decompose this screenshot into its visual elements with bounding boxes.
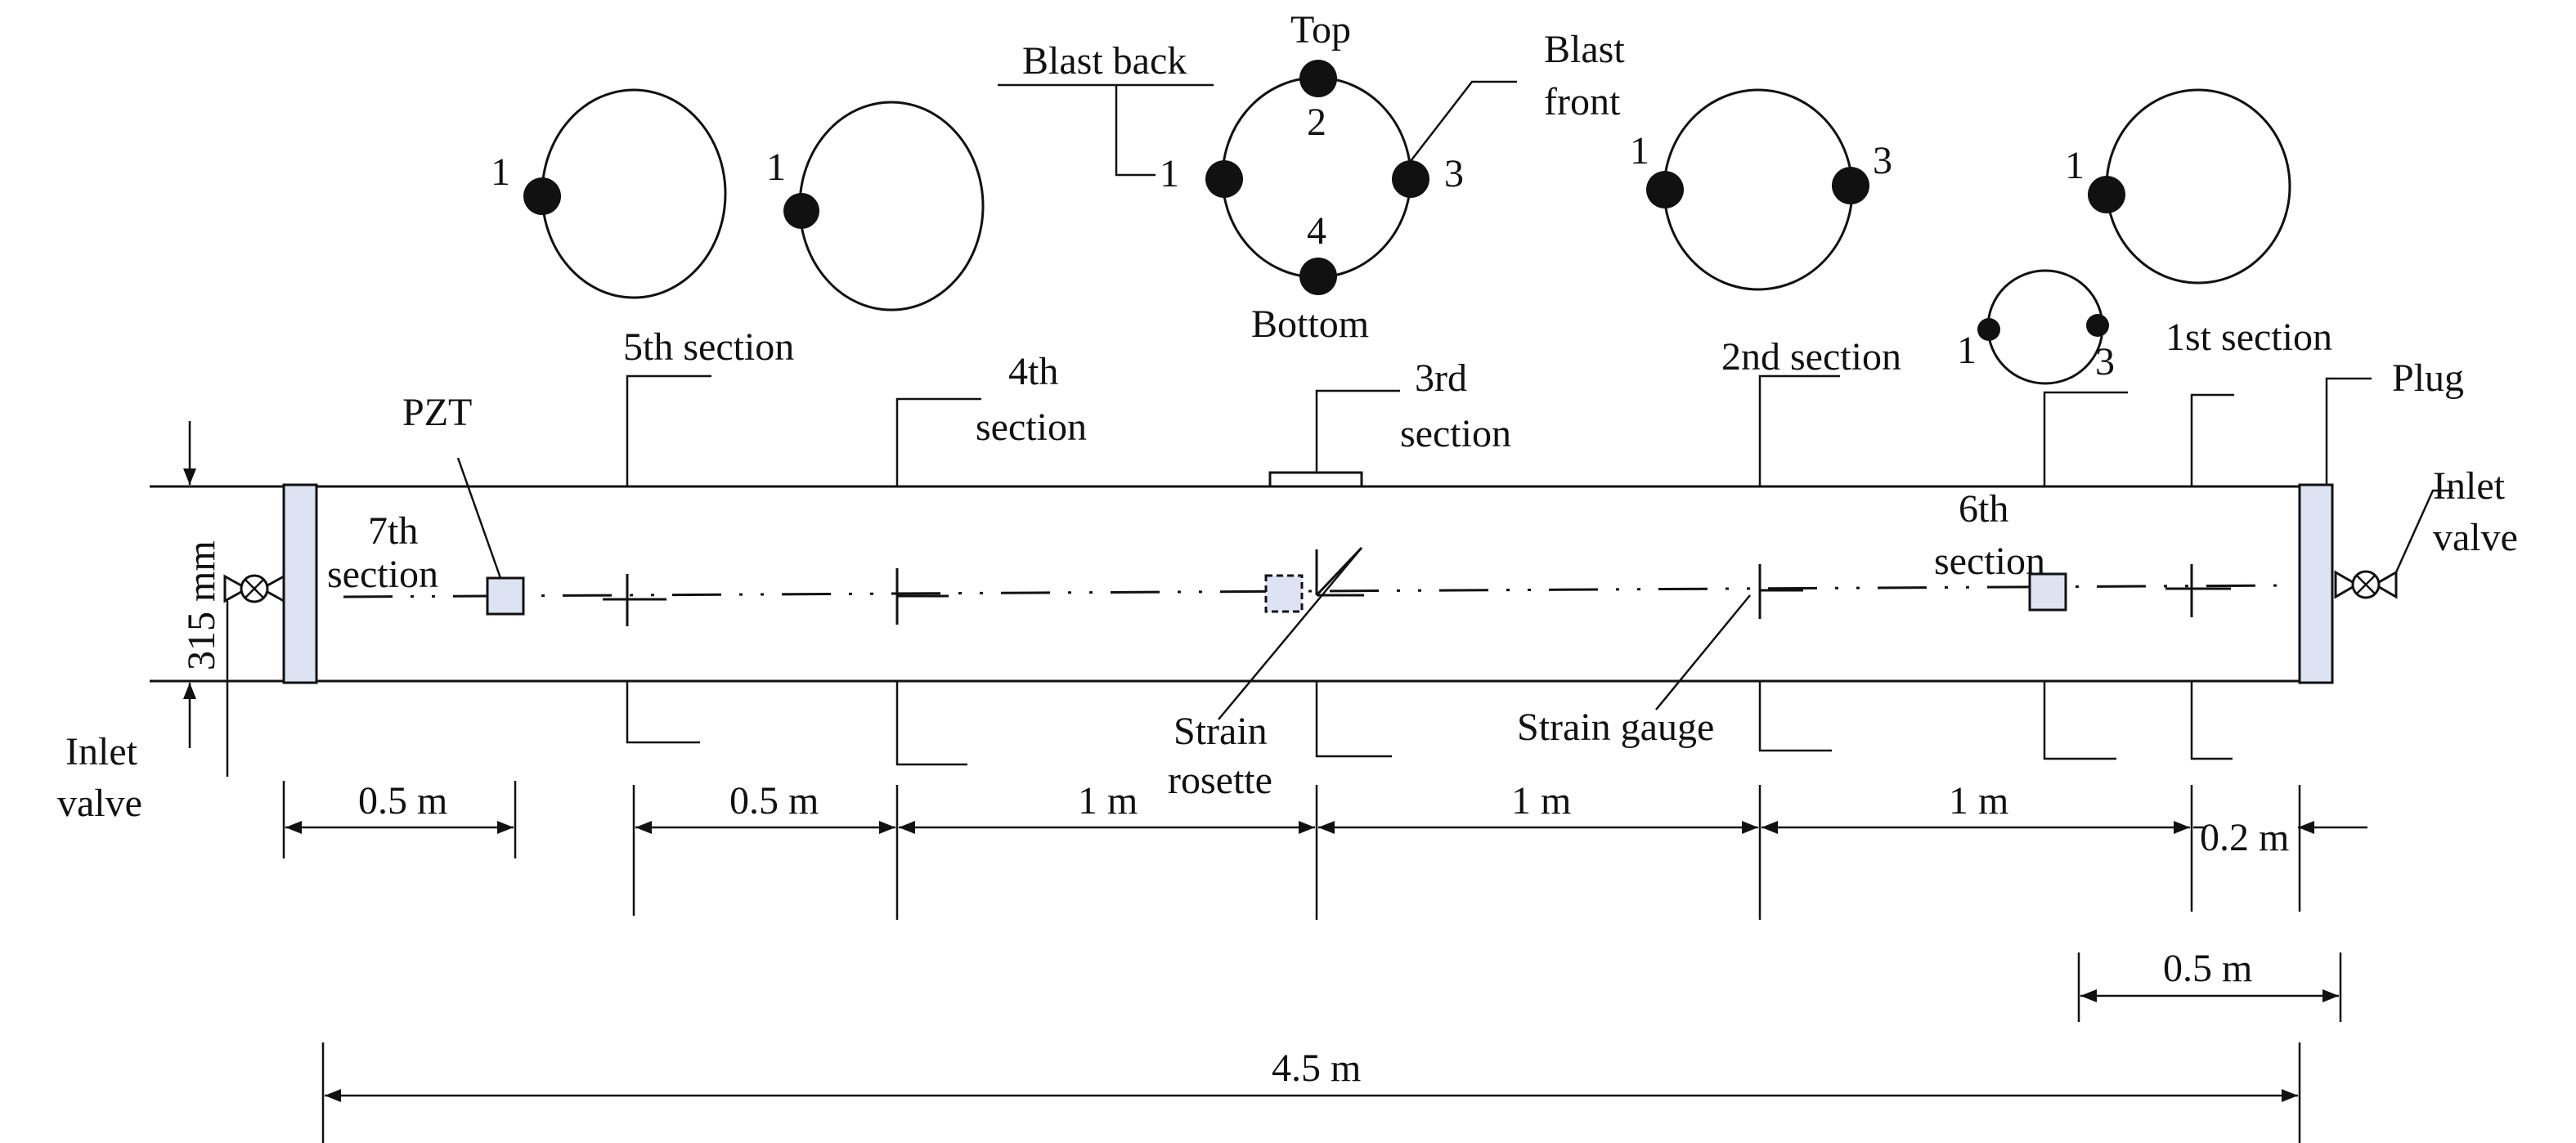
blast-back-label: Blast back (1022, 39, 1187, 83)
dimension-label-d1: 0.5 m (358, 779, 447, 823)
sensor-point-1 (783, 193, 819, 229)
dimension-label-d7: 0.5 m (2163, 947, 2252, 990)
point-label-1: 1 (766, 146, 786, 189)
dimension-label-total: 4.5 m (1272, 1047, 1361, 1090)
sensor-point-3 (1832, 167, 1869, 204)
point-label-4: 4 (1307, 209, 1326, 253)
inlet-valve-right-label-2: valve (2433, 516, 2518, 559)
dimension-lines (282, 781, 2367, 1143)
sensor-point-4 (1299, 258, 1337, 295)
cross-section-1st: 1 (2065, 88, 2291, 285)
strain-gauge-5th (603, 574, 666, 626)
plug (2298, 483, 2334, 684)
section-leaders (456, 374, 2372, 766)
sensor-point-1 (1646, 171, 1684, 208)
cross-section-2nd: 1 3 (1630, 88, 1892, 291)
top-label: Top (1290, 8, 1351, 52)
bottom-label: Bottom (1251, 303, 1369, 346)
pzt-sensor-7th (486, 576, 525, 616)
section-7th-label: 7th (368, 509, 418, 553)
point-label-3: 3 (1873, 139, 1892, 182)
point-label-3: 3 (2095, 340, 2115, 383)
plug-label: Plug (2392, 356, 2464, 400)
section-2nd-label: 2nd section (1721, 335, 1901, 379)
section-4th-label: 4th (1008, 350, 1058, 393)
strain-rosette-label: Strain (1174, 710, 1268, 753)
dimension-label-d4: 1 m (1511, 779, 1571, 823)
dimension-label-d2: 0.5 m (729, 779, 819, 823)
section-6th-label-2: section (1934, 540, 2045, 583)
point-label-1: 1 (1630, 129, 1649, 173)
point-label-1: 1 (1957, 329, 1977, 372)
cross-section-5th: 1 (766, 101, 985, 312)
sensor-point-3 (1392, 160, 1429, 198)
cross-section-7th: 1 (491, 88, 727, 299)
point-label-2: 2 (1307, 101, 1326, 144)
section-3rd-label-2: section (1400, 412, 1511, 455)
strain-gauge-label: Strain gauge (1517, 706, 1714, 749)
cross-section-3rd: Top 2 4 1 3 Bottom Blast back Blast fron… (998, 8, 1625, 346)
inlet-valve-right (2334, 489, 2453, 599)
dimension-label-d5: 1 m (1949, 779, 2008, 823)
cross-section-6th: 1 3 (1957, 269, 2115, 385)
point-label-3: 3 (1444, 152, 1464, 195)
section-6th-label: 6th (1959, 487, 2008, 531)
sensor-point-1 (1205, 160, 1243, 198)
inlet-valve-right-label: Inlet (2433, 464, 2506, 508)
inlet-valve-left-label: Inlet (65, 730, 138, 773)
section-3rd-label: 3rd (1415, 356, 1467, 400)
inlet-valve-left (223, 574, 285, 777)
diameter-dimension: 315 mm (180, 421, 223, 748)
inlet-valve-left-label-2: valve (57, 782, 142, 825)
pzt-label: PZT (402, 391, 472, 434)
strain-gauge-2nd (1758, 564, 1803, 619)
sensor-point-1 (2088, 176, 2125, 213)
diameter-label: 315 mm (180, 540, 223, 670)
sensor-point-1 (523, 177, 561, 215)
dimension-label-d6: 0.2 m (2200, 816, 2289, 859)
top-fitting (1268, 471, 1363, 488)
pipe (150, 471, 2334, 684)
point-label-1: 1 (2065, 144, 2085, 187)
section-4th-label-2: section (976, 406, 1087, 449)
section-7th-label-2: section (327, 553, 438, 596)
point-label-1: 1 (1160, 152, 1179, 195)
strain-rosette-label-2: rosette (1168, 759, 1272, 802)
sensor-point-2 (1299, 60, 1337, 97)
blast-front-label: Blast (1544, 28, 1625, 71)
section-1st-label: 1st section (2165, 316, 2332, 359)
dimension-label-d3: 1 m (1078, 779, 1138, 823)
left-end-cap (282, 483, 318, 684)
sensor-point-3 (2086, 314, 2109, 337)
pzt-sensor-3rd (1264, 574, 1304, 613)
pzt-sensor-6th (2028, 572, 2067, 612)
sensor-point-1 (1977, 318, 2000, 341)
section-5th-label: 5th section (623, 325, 794, 369)
strain-gauge-4th (895, 568, 949, 625)
point-label-1: 1 (491, 150, 510, 194)
strain-gauge-1st (2165, 564, 2231, 617)
blast-front-label-2: front (1544, 80, 1621, 123)
